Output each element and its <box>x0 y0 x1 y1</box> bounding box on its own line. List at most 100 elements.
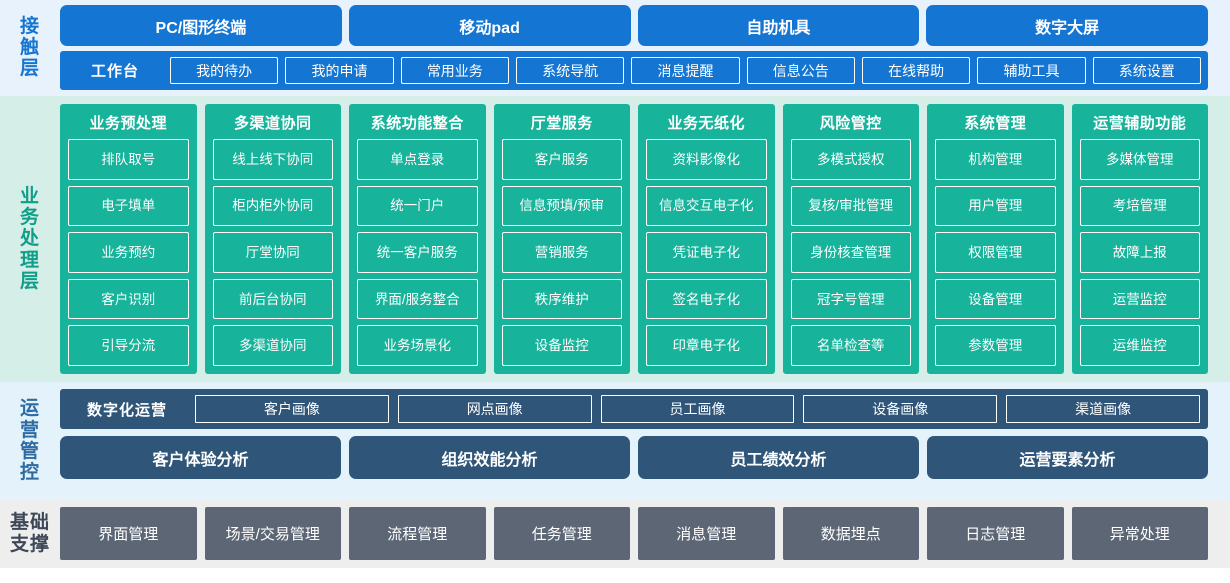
workbench-item-announcement[interactable]: 信息公告 <box>746 57 855 84</box>
workbench-item-common-business[interactable]: 常用业务 <box>400 57 509 84</box>
portrait-chip-branch[interactable]: 网点画像 <box>397 395 592 423</box>
business-item[interactable]: 统一门户 <box>357 185 478 227</box>
layer-label-char: 控 <box>19 462 40 484</box>
column-title: 风险管控 <box>819 114 882 132</box>
layer-label-char: 理 <box>19 249 40 271</box>
business-item[interactable]: 排队取号 <box>68 139 189 180</box>
business-item[interactable]: 故障上报 <box>1079 232 1200 273</box>
business-item[interactable]: 界面/服务整合 <box>357 278 478 320</box>
business-item[interactable]: 信息预填/预审 <box>501 185 622 227</box>
layer-label-char: 接 <box>19 15 40 37</box>
foundation-chip-scene-transaction[interactable]: 场景/交易管理 <box>204 507 341 560</box>
workbench-row: 工作台 我的待办 我的申请 常用业务 系统导航 消息提醒 信息公告 在线帮助 辅… <box>60 51 1208 90</box>
foundation-row: 界面管理 场景/交易管理 流程管理 任务管理 消息管理 数据埋点 日志管理 异常… <box>60 507 1208 560</box>
business-item[interactable]: 营销服务 <box>501 232 622 273</box>
layer-label-char: 管 <box>19 441 40 462</box>
business-item[interactable]: 单点登录 <box>357 139 478 180</box>
business-item[interactable]: 统一客户服务 <box>357 232 478 273</box>
layer-label-char: 层 <box>19 58 40 80</box>
analysis-chip-org-efficiency[interactable]: 组织效能分析 <box>349 436 630 479</box>
layer-label-char: 触 <box>19 36 40 58</box>
portrait-row: 数字化运营 客户画像 网点画像 员工画像 设备画像 渠道画像 <box>60 389 1208 429</box>
business-item[interactable]: 客户识别 <box>68 278 189 320</box>
business-item[interactable]: 厅堂协同 <box>212 232 333 273</box>
column-title: 系统功能整合 <box>370 114 464 132</box>
business-item[interactable]: 柜内柜外协同 <box>212 185 333 227</box>
business-item[interactable]: 签名电子化 <box>646 278 767 320</box>
business-item[interactable]: 业务场景化 <box>357 325 478 366</box>
workbench-item-settings[interactable]: 系统设置 <box>1092 57 1201 84</box>
terminal-row: PC/图形终端 移动pad 自助机具 数字大屏 <box>60 5 1208 46</box>
layer-body-operations: 数字化运营 客户画像 网点画像 员工画像 设备画像 渠道画像 客户体验分析 组织… <box>60 389 1230 493</box>
layer-contact: 接 触 层 PC/图形终端 移动pad 自助机具 数字大屏 工作台 我的待办 我… <box>0 0 1230 96</box>
business-item[interactable]: 运维监控 <box>1079 325 1200 366</box>
terminal-chip-pad[interactable]: 移动pad <box>348 5 631 46</box>
workbench-item-online-help[interactable]: 在线帮助 <box>861 57 971 84</box>
digital-operations-title: 数字化运营 <box>86 401 167 419</box>
workbench-item-tools[interactable]: 辅助工具 <box>977 57 1086 84</box>
business-column-risk-control: 风险管控 多模式授权 复核/审批管理 身份核查管理 冠字号管理 名单检查等 <box>782 104 919 374</box>
workbench-item-todo[interactable]: 我的待办 <box>170 57 279 84</box>
business-item[interactable]: 设备监控 <box>501 325 622 366</box>
business-item[interactable]: 参数管理 <box>935 325 1056 366</box>
business-item[interactable]: 客户服务 <box>501 139 622 180</box>
analysis-chip-operation-factors[interactable]: 运营要素分析 <box>927 436 1208 479</box>
portrait-chip-channel[interactable]: 渠道画像 <box>1006 395 1200 423</box>
analysis-row: 客户体验分析 组织效能分析 员工绩效分析 运营要素分析 <box>60 436 1208 479</box>
business-item[interactable]: 引导分流 <box>68 325 189 366</box>
foundation-chip-ui-management[interactable]: 界面管理 <box>60 507 197 560</box>
column-title: 运营辅助功能 <box>1093 114 1187 132</box>
layer-label-char: 处 <box>19 228 40 250</box>
business-item[interactable]: 考培管理 <box>1079 185 1200 227</box>
business-item[interactable]: 信息交互电子化 <box>646 185 767 227</box>
business-column-preprocess: 业务预处理 排队取号 电子填单 业务预约 客户识别 引导分流 <box>60 104 197 374</box>
workbench-item-message-alert[interactable]: 消息提醒 <box>631 57 740 84</box>
business-item[interactable]: 权限管理 <box>935 232 1056 273</box>
layer-label-char: 务 <box>19 207 40 229</box>
business-item[interactable]: 多媒体管理 <box>1079 139 1200 180</box>
business-item[interactable]: 名单检查等 <box>790 325 911 366</box>
business-item[interactable]: 机构管理 <box>935 139 1056 180</box>
portrait-chip-customer[interactable]: 客户画像 <box>195 395 389 423</box>
business-item[interactable]: 复核/审批管理 <box>790 185 911 227</box>
business-item[interactable]: 凭证电子化 <box>646 232 767 273</box>
portrait-chip-employee[interactable]: 员工画像 <box>600 395 795 423</box>
portrait-chip-device[interactable]: 设备画像 <box>803 395 998 423</box>
business-column-paperless: 业务无纸化 资料影像化 信息交互电子化 凭证电子化 签名电子化 印章电子化 <box>638 104 775 374</box>
business-item[interactable]: 线上线下协同 <box>212 139 333 180</box>
workbench-item-system-nav[interactable]: 系统导航 <box>515 57 625 84</box>
layer-label-foundation: 基础 支撑 <box>0 507 60 560</box>
business-item[interactable]: 身份核查管理 <box>790 232 911 273</box>
business-item[interactable]: 多渠道协同 <box>212 325 333 366</box>
foundation-chip-task-management[interactable]: 任务管理 <box>493 507 630 560</box>
foundation-chip-log-management[interactable]: 日志管理 <box>927 507 1064 560</box>
business-item[interactable]: 资料影像化 <box>646 139 767 180</box>
business-item[interactable]: 秩序维护 <box>501 278 622 320</box>
business-item[interactable]: 运营监控 <box>1079 278 1200 320</box>
layer-label-operations: 运 营 管 控 <box>0 389 60 493</box>
column-title: 多渠道协同 <box>233 114 312 132</box>
foundation-chip-process-management[interactable]: 流程管理 <box>349 507 486 560</box>
layer-body-contact: PC/图形终端 移动pad 自助机具 数字大屏 工作台 我的待办 我的申请 常用… <box>60 5 1230 90</box>
terminal-chip-pc[interactable]: PC/图形终端 <box>60 5 342 46</box>
business-item[interactable]: 业务预约 <box>68 232 189 273</box>
foundation-chip-data-tracking[interactable]: 数据埋点 <box>782 507 919 560</box>
business-item[interactable]: 冠字号管理 <box>790 278 911 320</box>
business-item[interactable]: 电子填单 <box>68 185 189 227</box>
business-item[interactable]: 用户管理 <box>935 185 1056 227</box>
business-column-system-integration: 系统功能整合 单点登录 统一门户 统一客户服务 界面/服务整合 业务场景化 <box>349 104 486 374</box>
terminal-chip-screen[interactable]: 数字大屏 <box>926 5 1208 46</box>
business-column-multichannel: 多渠道协同 线上线下协同 柜内柜外协同 厅堂协同 前后台协同 多渠道协同 <box>204 104 341 374</box>
workbench-item-applications[interactable]: 我的申请 <box>285 57 394 84</box>
business-item[interactable]: 印章电子化 <box>646 325 767 366</box>
business-item[interactable]: 前后台协同 <box>212 278 333 320</box>
column-title: 业务无纸化 <box>667 114 745 132</box>
layer-foundation: 基础 支撑 界面管理 场景/交易管理 流程管理 任务管理 消息管理 数据埋点 日… <box>0 500 1230 568</box>
analysis-chip-customer-experience[interactable]: 客户体验分析 <box>60 436 341 479</box>
foundation-chip-exception-handling[interactable]: 异常处理 <box>1071 507 1208 560</box>
terminal-chip-kiosk[interactable]: 自助机具 <box>637 5 920 46</box>
business-item[interactable]: 设备管理 <box>935 278 1056 320</box>
business-item[interactable]: 多模式授权 <box>790 139 911 180</box>
analysis-chip-employee-performance[interactable]: 员工绩效分析 <box>638 436 919 479</box>
foundation-chip-message-management[interactable]: 消息管理 <box>638 507 775 560</box>
